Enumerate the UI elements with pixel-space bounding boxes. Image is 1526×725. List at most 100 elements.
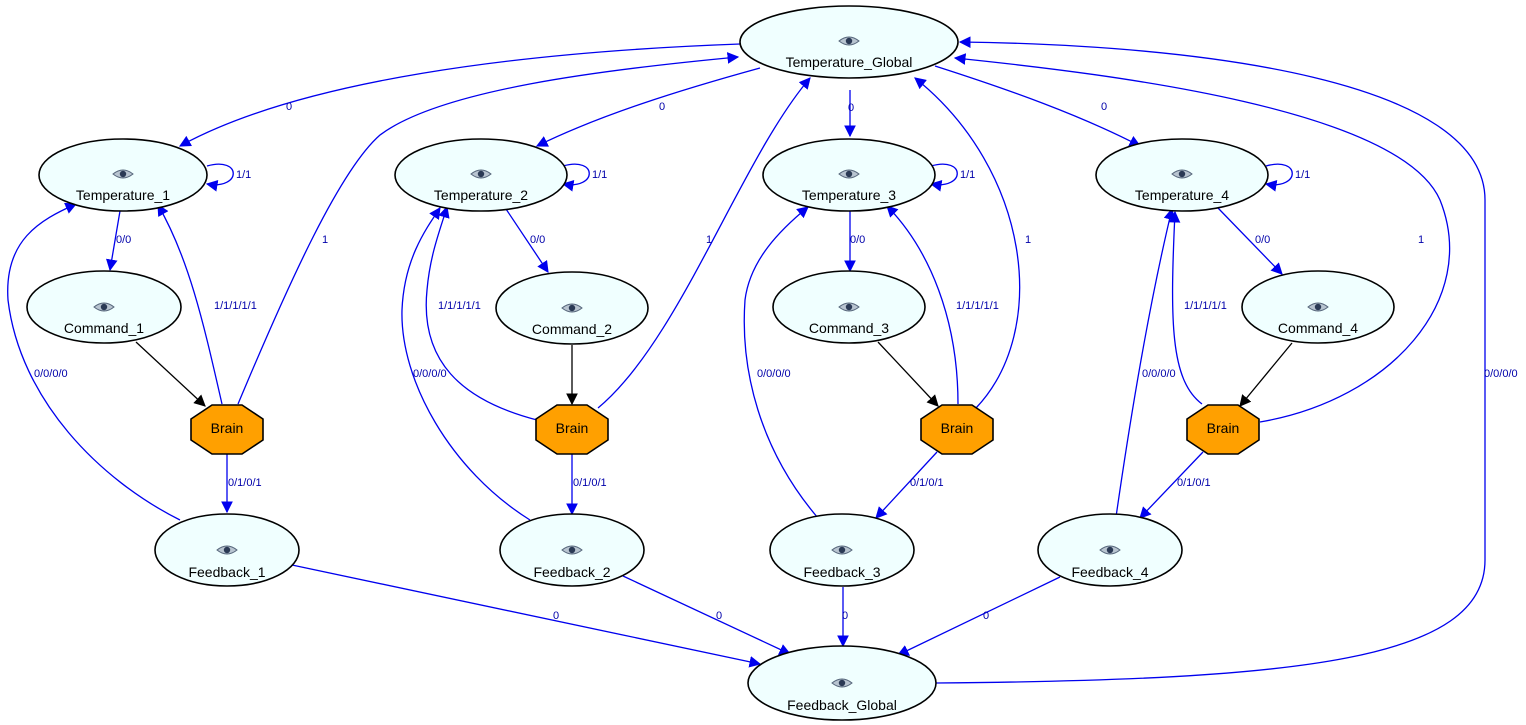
label-tg-t2: 0	[659, 101, 665, 113]
label-f3-t3: 0/0/0/0	[757, 368, 791, 380]
label-f4-t4: 0/0/0/0	[1142, 368, 1176, 380]
edge-b2-t2	[425, 205, 538, 421]
node-temperature-2[interactable]: Temperature_2	[394, 138, 568, 212]
edge-f3-t3	[743, 206, 819, 519]
label-b3-t3: 1/1/1/1/1	[956, 300, 999, 312]
label-b1-f1: 0/1/0/1	[228, 477, 262, 489]
edge-f4-t4	[1115, 207, 1176, 518]
label-b3-f3: 0/1/0/1	[910, 477, 944, 489]
edge-b4-t4	[1168, 210, 1203, 405]
edge-t2-self	[561, 163, 590, 192]
edge-b1-tg	[237, 52, 740, 405]
label-b4-f4: 0/1/0/1	[1177, 477, 1211, 489]
edges	[7, 36, 1486, 684]
edge-f2-fg	[622, 575, 792, 655]
label-f4-fg: 0	[983, 610, 989, 622]
nodes: Temperature_Global Temperature_1 Tempera…	[26, 5, 1395, 721]
label-t4-self: 1/1	[1295, 169, 1310, 181]
node-feedback-2[interactable]: Feedback_2	[499, 513, 645, 587]
node-label-command-1: Command_1	[64, 320, 144, 336]
edge-t1-c1	[105, 210, 121, 272]
node-brain-3[interactable]: Brain	[920, 404, 994, 455]
label-t1-c1: 0/0	[116, 234, 131, 246]
label-t3-self: 1/1	[960, 169, 975, 181]
label-b4-t4: 1/1/1/1/1	[1184, 300, 1227, 312]
node-feedback-4[interactable]: Feedback_4	[1037, 513, 1183, 587]
edge-tg-t2	[535, 67, 761, 147]
edge-b3-t3	[886, 205, 959, 405]
node-label-temperature-2: Temperature_2	[434, 187, 528, 203]
edge-f1-fg	[291, 564, 762, 668]
node-label-temperature-1: Temperature_1	[76, 187, 170, 203]
edge-b1-t1	[157, 203, 223, 405]
label-b4-tg: 1	[1418, 234, 1424, 246]
node-label-brain-1: Brain	[211, 420, 244, 436]
edge-b2-tg	[597, 77, 811, 409]
node-label-brain-3: Brain	[941, 420, 974, 436]
edge-tg-t4	[934, 65, 1142, 147]
label-b3-tg: 1	[1025, 234, 1031, 246]
edge-t4-c4	[1217, 207, 1283, 275]
node-command-3[interactable]: Command_3	[772, 270, 926, 344]
node-label-brain-4: Brain	[1207, 420, 1240, 436]
label-t4-c4: 0/0	[1255, 234, 1270, 246]
node-label-temperature-3: Temperature_3	[802, 187, 896, 203]
node-temperature-1[interactable]: Temperature_1	[38, 138, 208, 212]
label-b2-tg: 1	[706, 234, 712, 246]
label-f1-t1: 0/0/0/0	[34, 368, 68, 380]
label-t2-self: 1/1	[592, 169, 607, 181]
edge-b4-f4	[1139, 451, 1204, 519]
edge-t1-self	[205, 163, 234, 192]
node-label-feedback-1: Feedback_1	[188, 564, 265, 580]
label-tg-t3: 0	[848, 102, 854, 114]
node-temperature-global[interactable]: Temperature_Global	[739, 5, 959, 79]
node-command-4[interactable]: Command_4	[1241, 270, 1395, 344]
edge-fg-tg	[935, 36, 1486, 684]
node-label-brain-2: Brain	[556, 420, 589, 436]
label-f2-t2: 0/0/0/0	[413, 368, 447, 380]
label-t3-c3: 0/0	[850, 234, 865, 246]
node-feedback-3[interactable]: Feedback_3	[769, 513, 915, 587]
label-fg-tg: 0/0/0/0	[1484, 368, 1518, 380]
label-b1-tg: 1	[322, 234, 328, 246]
node-label-command-2: Command_2	[532, 321, 612, 337]
edge-b3-f3	[875, 451, 938, 519]
edge-f4-fg	[896, 576, 1061, 656]
edge-tg-t1	[178, 43, 741, 147]
edge-c3-b3	[877, 341, 939, 407]
label-t1-self: 1/1	[236, 169, 251, 181]
edge-b3-tg	[914, 77, 1021, 409]
node-command-1[interactable]: Command_1	[26, 270, 182, 344]
label-tg-t4: 0	[1101, 101, 1107, 113]
edge-c1-b1	[135, 341, 206, 407]
edge-t2-c2	[505, 208, 549, 273]
node-label-command-3: Command_3	[809, 320, 889, 336]
edge-t3-self	[929, 163, 958, 192]
label-f2-fg: 0	[716, 610, 722, 622]
label-f3-fg: 0	[842, 610, 848, 622]
edge-f2-t2	[401, 207, 531, 521]
edge-b4-tg	[953, 53, 1451, 423]
edge-labels: 0 0 0 0 1/1 1/1 1/1 1/1 0/0 0/0 0/0 0/0 …	[34, 101, 1518, 622]
node-label-command-4: Command_4	[1278, 320, 1358, 336]
node-feedback-global[interactable]: Feedback_Global	[747, 645, 937, 721]
edge-c4-b4	[1239, 342, 1293, 407]
label-tg-t1: 0	[286, 101, 292, 113]
node-brain-1[interactable]: Brain	[190, 404, 264, 455]
label-b2-t2: 1/1/1/1/1	[438, 300, 481, 312]
node-feedback-1[interactable]: Feedback_1	[154, 513, 300, 587]
node-temperature-3[interactable]: Temperature_3	[762, 138, 936, 212]
node-brain-2[interactable]: Brain	[535, 404, 609, 455]
node-temperature-4[interactable]: Temperature_4	[1095, 138, 1269, 212]
node-label-temperature-4: Temperature_4	[1135, 187, 1229, 203]
node-label-feedback-4: Feedback_4	[1071, 564, 1148, 580]
node-command-2[interactable]: Command_2	[495, 271, 649, 345]
label-f1-fg: 0	[553, 610, 559, 622]
node-brain-4[interactable]: Brain	[1186, 404, 1260, 455]
label-b2-f2: 0/1/0/1	[573, 477, 607, 489]
label-t2-c2: 0/0	[530, 234, 545, 246]
label-b1-t1: 1/1/1/1/1	[214, 300, 257, 312]
node-label-feedback-3: Feedback_3	[803, 564, 880, 580]
node-label-temperature-global: Temperature_Global	[786, 54, 913, 70]
